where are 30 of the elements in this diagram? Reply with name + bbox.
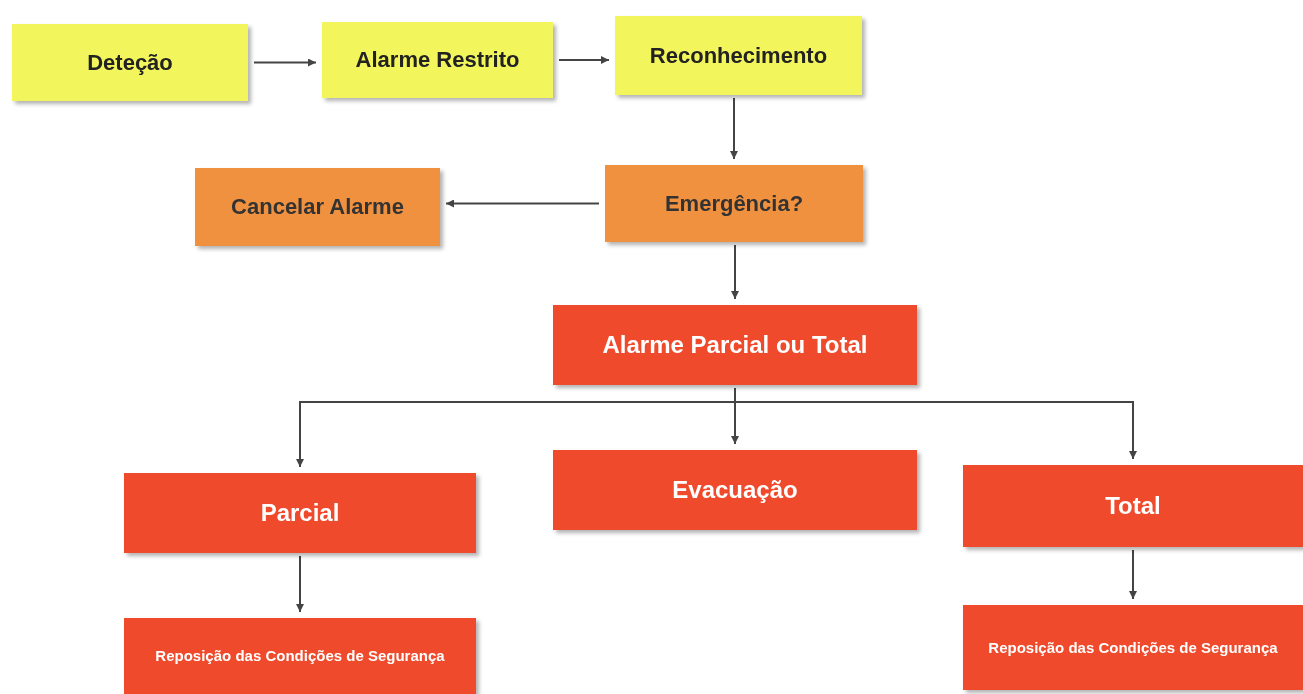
arrow bbox=[730, 97, 738, 160]
node-label: Emergência? bbox=[664, 189, 804, 218]
node-label: Reposição das Condições de Segurança bbox=[155, 646, 445, 666]
arrow bbox=[445, 199, 600, 208]
arrow bbox=[734, 387, 1137, 460]
process-box bbox=[124, 473, 476, 553]
process-box bbox=[615, 16, 862, 95]
node-label: Cancelar Alarme bbox=[231, 193, 404, 222]
node-label: Reposição das Condições de Segurança bbox=[988, 637, 1278, 658]
node-label: Total bbox=[1105, 490, 1161, 521]
arrow bbox=[558, 56, 610, 64]
arrow bbox=[1129, 549, 1137, 600]
process-box bbox=[553, 305, 917, 385]
arrow bbox=[731, 244, 739, 300]
arrow bbox=[253, 58, 317, 67]
process-box bbox=[963, 605, 1303, 690]
process-box bbox=[124, 618, 476, 694]
node-label: Parcial bbox=[260, 497, 340, 528]
node-label: Deteção bbox=[87, 48, 173, 77]
process-box bbox=[322, 22, 553, 98]
node-label: Alarme Restrito bbox=[355, 46, 520, 75]
process-box bbox=[553, 450, 917, 530]
node-label: Reconhecimento bbox=[649, 41, 828, 70]
decision-box bbox=[195, 168, 440, 246]
node-label: Evacuação bbox=[672, 474, 798, 505]
node-label: Alarme Parcial ou Total bbox=[602, 329, 868, 360]
arrow bbox=[296, 555, 304, 613]
process-box bbox=[12, 24, 248, 101]
decision-box bbox=[605, 165, 863, 242]
process-box bbox=[963, 465, 1303, 547]
